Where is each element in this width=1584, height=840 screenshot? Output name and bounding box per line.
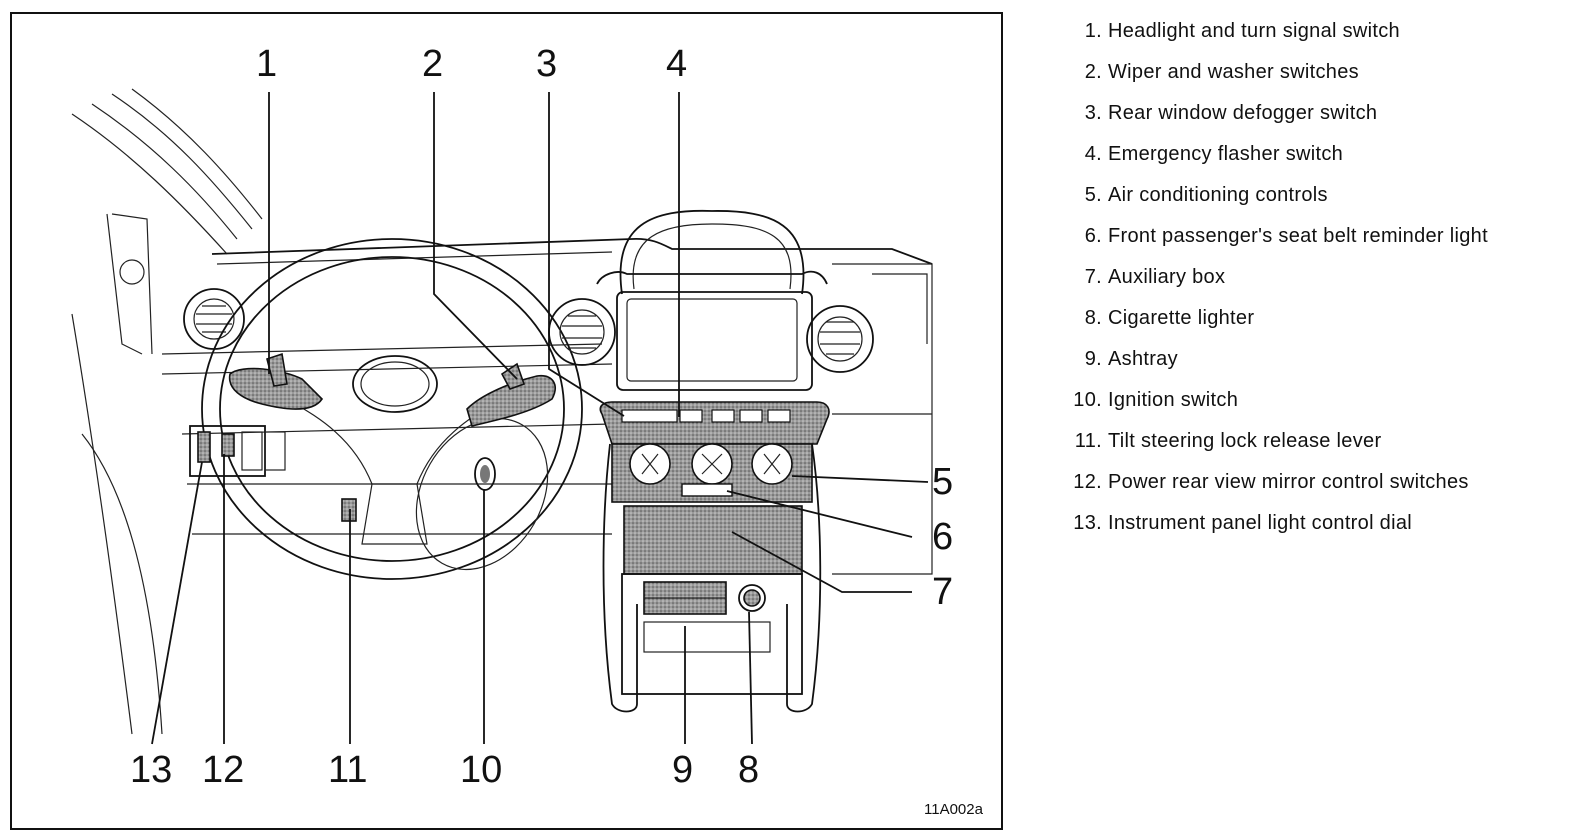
legend-item: 9. Ashtray	[1040, 348, 1570, 370]
legend-item-text: Ashtray	[1108, 348, 1178, 370]
legend-item-text: Air conditioning controls	[1108, 184, 1328, 206]
dashboard-illustration: 1 2 3 4 5 6 7 8 9 10 11 12 13 11A002a	[71, 43, 984, 818]
dashboard-diagram: 1 2 3 4 5 6 7 8 9 10 11 12 13 11A002a	[10, 12, 1003, 830]
legend-item: 2. Wiper and washer switches	[1040, 61, 1570, 83]
callout-1: 1	[256, 43, 277, 85]
wiper-stalk	[466, 362, 556, 427]
callout-11: 11	[328, 749, 367, 791]
callout-8: 8	[738, 749, 759, 791]
legend-item-text: Wiper and washer switches	[1108, 61, 1359, 83]
legend-item-number: 3.	[1084, 102, 1102, 124]
legend-item-number: 11.	[1074, 430, 1102, 452]
legend-item: 3. Rear window defogger switch	[1040, 102, 1570, 124]
legend-item-number: 7.	[1084, 266, 1102, 288]
legend-item-text: Power rear view mirror control switches	[1108, 471, 1469, 493]
tilt-lever	[341, 498, 357, 522]
steering-wheel	[201, 238, 583, 580]
legend-item-number: 9.	[1084, 348, 1102, 370]
legend-item-number: 6.	[1084, 225, 1102, 247]
legend-item-text: Tilt steering lock release lever	[1108, 430, 1382, 452]
legend-item-number: 13.	[1073, 512, 1102, 534]
lower-console	[602, 443, 822, 713]
center-right-vent	[806, 305, 874, 373]
legend-item-number: 8.	[1084, 307, 1102, 329]
callout-13: 13	[130, 749, 172, 791]
legend-item-number: 1.	[1084, 20, 1102, 42]
callout-4: 4	[666, 43, 687, 85]
callout-numbers: 1 2 3 4 5 6 7 8 9 10 11 12 13	[130, 43, 953, 791]
left-switch-panel	[189, 425, 286, 477]
legend-item-number: 12.	[1073, 471, 1102, 493]
callout-12: 12	[202, 749, 244, 791]
center-display	[596, 209, 828, 391]
switch-bar	[599, 401, 830, 445]
headlight-stalk	[228, 352, 324, 410]
legend-item-number: 10.	[1073, 389, 1102, 411]
legend-item-text: Auxiliary box	[1108, 266, 1226, 288]
callout-7: 7	[932, 571, 953, 613]
legend-item: 1. Headlight and turn signal switch	[1040, 20, 1570, 42]
ac-controls	[611, 443, 813, 503]
legend-item-text: Headlight and turn signal switch	[1108, 20, 1400, 42]
callout-9: 9	[672, 749, 693, 791]
callout-5: 5	[932, 461, 953, 503]
callout-2: 2	[422, 43, 443, 85]
legend-item: 8. Cigarette lighter	[1040, 307, 1570, 329]
ignition-switch	[474, 457, 496, 491]
legend-item-text: Rear window defogger switch	[1108, 102, 1378, 124]
legend-item-text: Front passenger's seat belt reminder lig…	[1108, 225, 1488, 247]
legend-item-text: Ignition switch	[1108, 389, 1239, 411]
legend-item: 10. Ignition switch	[1040, 389, 1570, 411]
legend-item: 4. Emergency flasher switch	[1040, 143, 1570, 165]
legend-list: 1. Headlight and turn signal switch 2. Wipe…	[1040, 20, 1570, 553]
legend-item: 7. Auxiliary box	[1040, 266, 1570, 288]
legend-item: 6. Front passenger's seat belt reminder l…	[1040, 225, 1570, 247]
legend-item-text: Instrument panel light control dial	[1108, 512, 1412, 534]
a-pillar	[71, 88, 263, 735]
legend-item-text: Cigarette lighter	[1108, 307, 1255, 329]
callout-10: 10	[460, 749, 502, 791]
callout-6: 6	[932, 516, 953, 558]
center-left-vent	[548, 298, 616, 366]
auxiliary-box	[623, 505, 803, 575]
callout-3: 3	[536, 43, 557, 85]
legend-item: 12. Power rear view mirror control switch…	[1040, 471, 1570, 493]
legend-item-number: 4.	[1084, 143, 1102, 165]
figure-code: 11A002a	[924, 801, 984, 818]
leader-lines	[151, 92, 929, 745]
legend-item-number: 5.	[1084, 184, 1102, 206]
legend-item: 5. Air conditioning controls	[1040, 184, 1570, 206]
legend-item: 13. Instrument panel light control dial	[1040, 512, 1570, 534]
left-air-vent	[183, 288, 245, 350]
legend-item: 11. Tilt steering lock release lever	[1040, 430, 1570, 452]
legend-item-text: Emergency flasher switch	[1108, 143, 1344, 165]
legend-item-number: 2.	[1084, 61, 1102, 83]
